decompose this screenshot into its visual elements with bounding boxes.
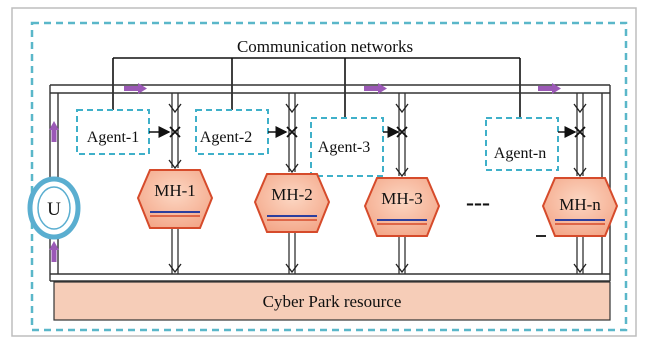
bus-flow-arrow-up: [49, 241, 59, 262]
bus-flow-arrow-up: [49, 121, 59, 142]
hub-mh-2-label: MH-2: [271, 185, 313, 204]
switch-marks: [169, 126, 586, 138]
agent-n-label: Agent-n: [494, 145, 546, 162]
agent-3-label: Agent-3: [318, 139, 370, 156]
cyber-park-resource-bar: [53, 281, 611, 321]
hub-mh-3-label: MH-3: [381, 189, 423, 208]
agent-1: Agent-1: [76, 109, 150, 155]
source-u: U: [27, 176, 81, 240]
agent-2: Agent-2: [195, 109, 269, 155]
communication-network-lines: [112, 57, 521, 118]
hub-mh-n: MH-n: [541, 177, 619, 237]
agent-2-label: Agent-2: [200, 129, 252, 146]
source-u-label: U: [47, 199, 61, 220]
hub-mh-1-label: MH-1: [154, 181, 196, 200]
hub-mh-n-label: MH-n: [559, 195, 601, 214]
agent-1-label: Agent-1: [87, 129, 139, 146]
hub-mh-1: MH-1: [136, 169, 214, 229]
bus-flow-arrow: [538, 83, 561, 94]
bus-flow-arrow: [124, 83, 147, 94]
bus-flow-arrows: [49, 83, 561, 262]
cyber-park-resource-label: Cyber Park resource: [263, 292, 402, 311]
system-boundary: [30, 21, 628, 332]
hub-mh-2: MH-2: [253, 173, 331, 233]
agent-n: Agent-n: [485, 117, 559, 171]
hub-ellipsis: ---: [466, 190, 490, 216]
hub-mh-3: MH-3: [363, 177, 441, 237]
communication-networks-label: Communication networks: [237, 37, 413, 56]
bus-flow-arrow: [364, 83, 387, 94]
feeder-arrowheads: [168, 103, 587, 274]
agent-3: Agent-3: [310, 117, 384, 177]
